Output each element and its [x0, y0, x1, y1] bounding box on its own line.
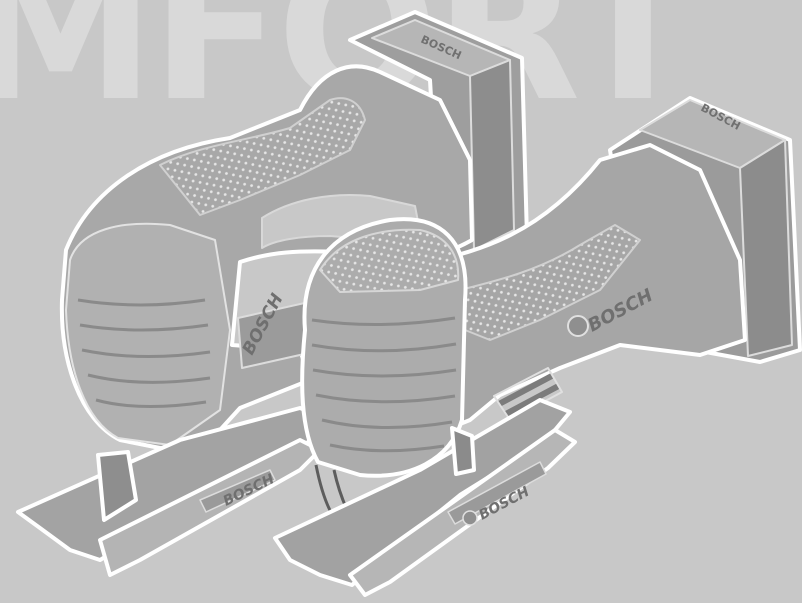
front-grip-texture	[459, 224, 641, 341]
bevel-lever	[450, 426, 476, 476]
front-jigsaw: BOSCH BOSCH	[273, 96, 802, 597]
rear-grip-texture	[159, 97, 366, 216]
rear-jigsaw: BOSCH BOSCH BOSCH	[16, 10, 529, 577]
speed-control-wheel	[493, 367, 563, 421]
front-housing-ribs	[311, 316, 457, 453]
rear-housing-ribs	[77, 298, 211, 409]
